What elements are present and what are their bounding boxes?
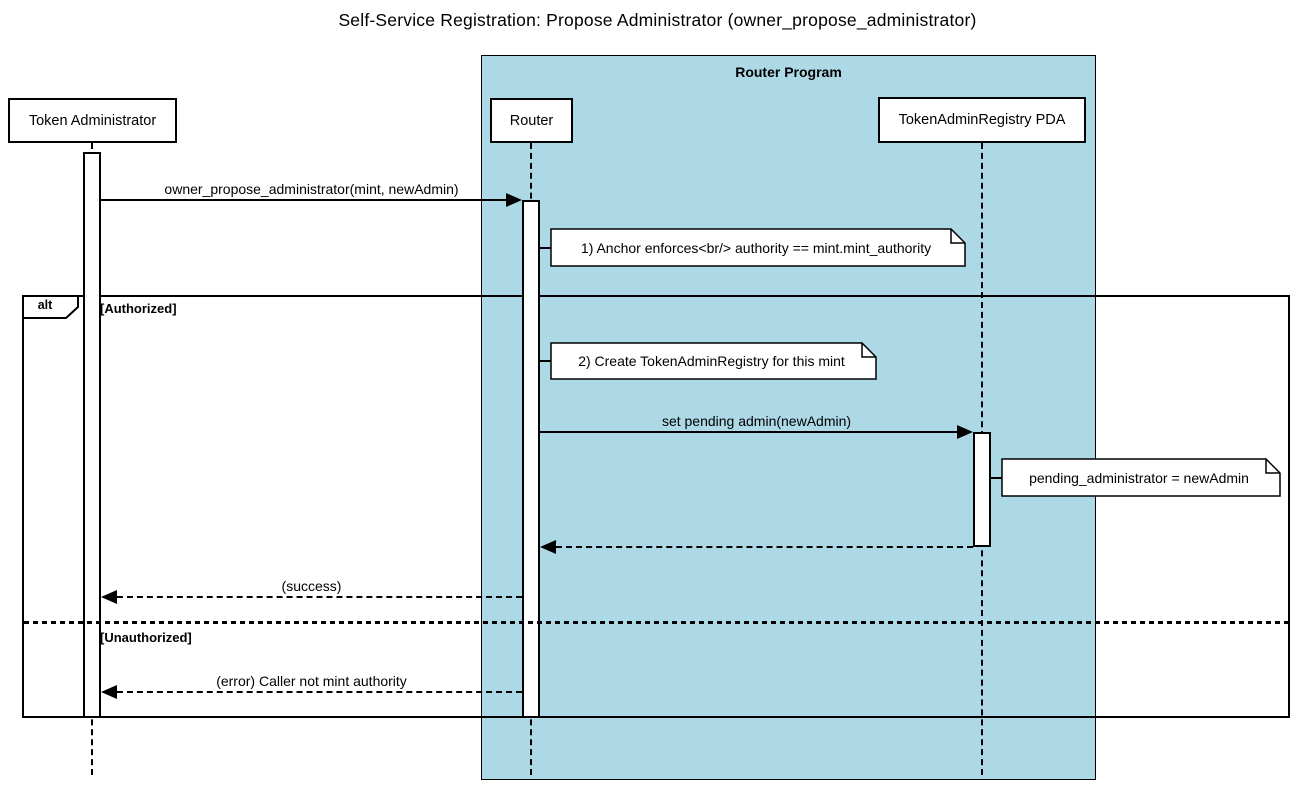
alt-condition-authorized: [Authorized]	[100, 301, 177, 316]
participant-token-administrator: Token Administrator	[8, 98, 177, 143]
arrowhead-left-icon	[540, 540, 556, 554]
note-shape-icon	[550, 342, 877, 380]
note-pending-admin: pending_administrator = newAdmin	[1001, 458, 1281, 497]
note-shape-icon	[550, 228, 966, 267]
message-set-pending-line	[540, 431, 959, 433]
alt-operator-label: alt	[37, 298, 53, 312]
alt-fragment-frame	[22, 295, 1290, 718]
message-error-line	[117, 691, 522, 693]
message-propose-line	[101, 199, 508, 201]
message-success-label: (success)	[281, 578, 342, 594]
note-create-registry-text: 2) Create TokenAdminRegistry for this mi…	[578, 353, 845, 369]
arrowhead-left-icon	[101, 685, 117, 699]
arrowhead-right-icon	[506, 193, 522, 207]
router-program-frame	[481, 55, 1096, 780]
note-anchor-enforces-text: 1) Anchor enforces<br/> authority == min…	[580, 239, 932, 256]
return-pda-line	[556, 546, 973, 548]
message-error-label: (error) Caller not mint authority	[216, 673, 407, 689]
message-success-line	[117, 596, 522, 598]
activation-token-admin-registry-pda	[973, 432, 991, 547]
participant-token-admin-registry-pda: TokenAdminRegistry PDA	[878, 97, 1086, 143]
arrowhead-right-icon	[957, 425, 973, 439]
note-create-connector	[540, 360, 551, 362]
participant-router: Router	[490, 98, 573, 143]
note-shape-icon	[1001, 458, 1281, 497]
alt-condition-unauthorized: [Unauthorized]	[100, 630, 192, 645]
activation-token-administrator	[83, 152, 101, 718]
participant-token-administrator-label: Token Administrator	[28, 112, 157, 129]
diagram-title: Self-Service Registration: Propose Admin…	[338, 10, 977, 30]
alt-divider	[24, 621, 1288, 624]
note-anchor-enforces: 1) Anchor enforces<br/> authority == min…	[550, 228, 966, 267]
activation-router	[522, 200, 540, 718]
router-program-frame-label: Router Program	[735, 64, 842, 80]
alt-operator-pentagon	[22, 295, 79, 319]
participant-token-admin-registry-pda-label: TokenAdminRegistry PDA	[898, 112, 1066, 128]
note-pending-connector	[991, 477, 1002, 479]
note-anchor-connector	[540, 247, 551, 249]
message-propose-label: owner_propose_administrator(mint, newAdm…	[164, 181, 459, 197]
message-set-pending-label: set pending admin(newAdmin)	[661, 413, 852, 429]
note-create-registry: 2) Create TokenAdminRegistry for this mi…	[550, 342, 877, 380]
arrowhead-left-icon	[101, 590, 117, 604]
participant-router-label: Router	[509, 112, 554, 129]
note-pending-admin-text: pending_administrator = newAdmin	[1029, 469, 1249, 486]
